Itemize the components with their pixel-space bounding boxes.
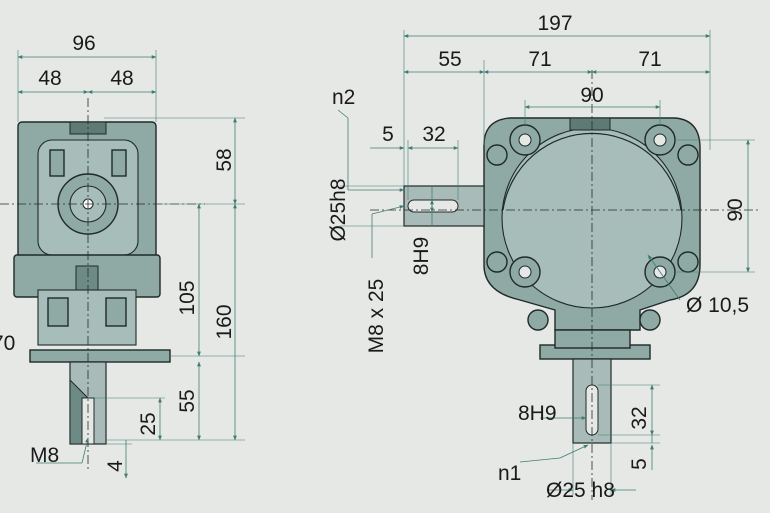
dim-left-mid-height: 105 [176,280,199,315]
dim-left-thread-depth: 25 [137,412,160,435]
front-top-cap [569,117,611,131]
label-left-partial: 70 [0,332,15,355]
dim-bottom-shaft-dia: Ø25 h8 [546,479,615,502]
dim-right-bolt-spacing-h: 90 [580,84,603,107]
dim-right-bolt-spacing-v: 90 [724,198,747,221]
dim-left-half-left: 48 [38,67,61,90]
dim-right-half2: 71 [638,48,661,71]
dim-right-shaft-len: 55 [438,48,461,71]
dim-left-shaft-height: 55 [176,389,199,412]
front-view: 197 55 71 71 90 90 Ø 10,5 5 32 n2 Ø [327,12,760,502]
dim-right-keyway: 8H9 [410,237,433,276]
front-neck [554,329,631,349]
side-bolt-boss-left [49,149,65,177]
side-lower-bolt-left [47,297,69,327]
side-mounting-flange [29,349,171,363]
label-right-thread: M8 x 25 [365,279,388,354]
dim-right-half1: 71 [528,48,551,71]
dim-left-total-height: 160 [213,304,236,339]
dim-bottom-key-offset: 5 [628,458,651,470]
dim-right-shaft-dia: Ø25h8 [327,178,350,241]
dim-bottom-key-len: 32 [628,406,651,429]
label-right-hole-dia: Ø 10,5 [686,294,749,317]
dim-right-key-offset: 5 [382,123,394,146]
label-right-n2: n2 [332,86,355,109]
dim-left-half-right: 48 [110,67,133,90]
side-lower-bolt-right [105,297,127,327]
dim-right-key-len: 32 [422,123,445,146]
dim-left-overall-width: 96 [72,32,95,55]
side-bolt-boss-right [111,149,127,177]
dim-left-top-height: 58 [213,148,236,171]
label-bottom-n1: n1 [498,462,521,485]
dim-bottom-keyway: 8H9 [518,402,557,425]
dim-left-small-offset: 4 [104,460,127,472]
dim-right-overall-width: 197 [537,12,572,35]
side-view: 96 48 48 58 105 160 55 25 4 M8 70 [0,32,245,479]
label-left-thread: M8 [30,444,59,467]
front-bolt-bosses [486,124,699,331]
